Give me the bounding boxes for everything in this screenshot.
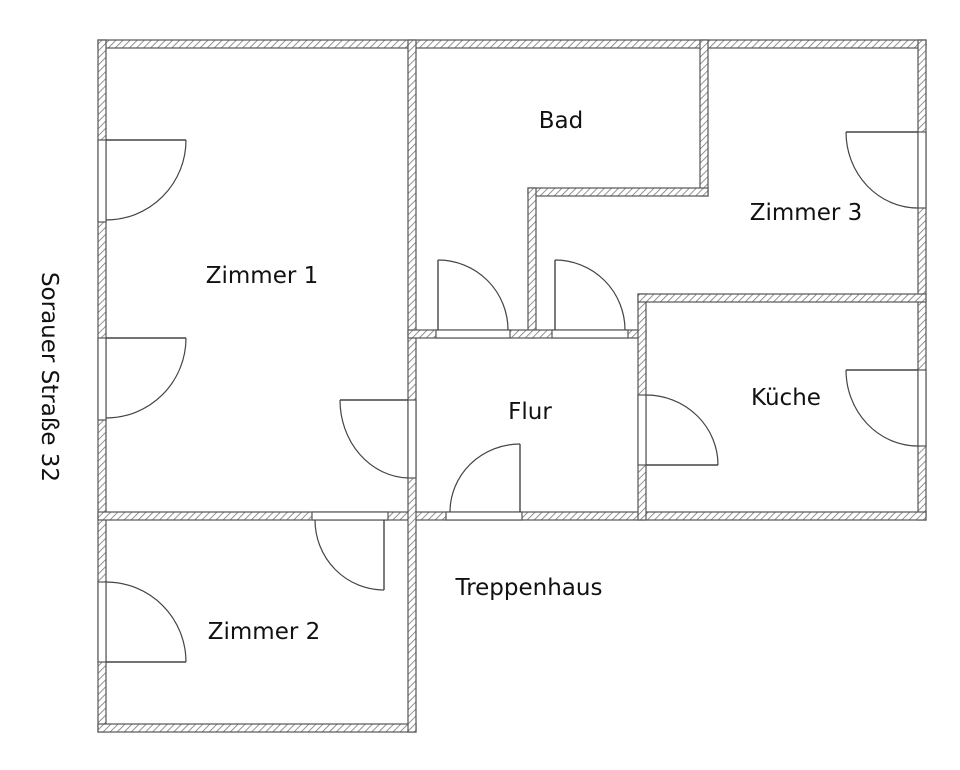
door-flur-entrance (445, 443, 523, 521)
street-label: Sorauer Straße 32 (36, 272, 62, 482)
door-kueche-flur (637, 394, 719, 466)
door-bad (435, 259, 511, 339)
door-zimmer1-lower (97, 337, 187, 421)
wall-bad-right (699, 39, 709, 197)
wall-right (917, 39, 927, 521)
wall-zimmer2-bottom (97, 723, 417, 733)
wall-top (97, 39, 927, 49)
door-zimmer3-window (845, 131, 927, 209)
wall-zimmer1-right (407, 39, 417, 733)
door-zimmer1-flur (339, 399, 417, 479)
door-zimmer1-upper (97, 139, 187, 223)
room-label-zimmer1: Zimmer 1 (206, 263, 319, 289)
door-kueche-window (845, 369, 927, 447)
door-zimmer2-top (311, 511, 389, 591)
room-labels: Zimmer 1 Bad Zimmer 3 Flur Küche Treppen… (36, 108, 862, 645)
room-label-zimmer3: Zimmer 3 (750, 200, 863, 226)
door-zimmer2-left (97, 581, 187, 663)
room-label-kueche: Küche (751, 385, 821, 411)
room-label-treppenhaus: Treppenhaus (455, 575, 603, 601)
door-zimmer3-flur (551, 259, 629, 339)
room-label-flur: Flur (508, 399, 552, 425)
doors (97, 131, 927, 663)
room-label-zimmer2: Zimmer 2 (208, 619, 321, 645)
wall-bad-step (527, 187, 709, 197)
wall-kueche-top (637, 293, 927, 303)
room-label-bad: Bad (539, 108, 583, 134)
wall-bad-inner (527, 187, 537, 339)
